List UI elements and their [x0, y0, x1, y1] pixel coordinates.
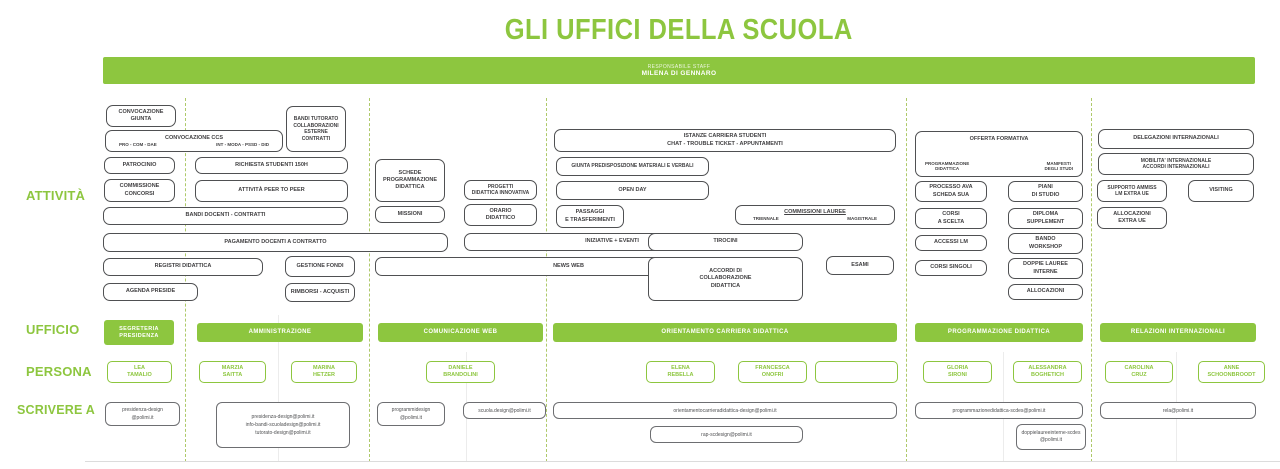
activity-schede-programmazione: SCHEDE PROGRAMMAZIONE DIDATTICA: [375, 159, 445, 202]
activity-diploma-supplement: DIPLOMA SUPPLEMENT: [1008, 208, 1083, 229]
activity-giunta-predisposizione: GIUNTA PREDISPOSIZIONE MATERIALI E VERBA…: [556, 157, 709, 176]
row-label-persona: PERSONA: [26, 364, 92, 379]
email-amministrazione-list: presidenza-design@polimi.it info-bandi-s…: [216, 402, 350, 448]
lauree-sub-magistrale: MAGISTRALE: [847, 215, 877, 221]
office-orientamento-carriera-didattica: ORIENTAMENTO CARRIERA DIDATTICA: [553, 323, 897, 342]
activity-delegazioni-internazionali: DELEGAZIONI INTERNAZIONALI: [1098, 129, 1254, 149]
page-title: GLI UFFICI DELLA SCUOLA: [504, 14, 853, 46]
bottom-guide-line: [85, 461, 1280, 462]
row-label-attivita: ATTIVITÀ: [26, 188, 86, 203]
banner-role: RESPONSABILE STAFF: [647, 64, 711, 70]
person-gloria-sironi: GLORIA SIRONI: [923, 361, 992, 383]
activity-tirocini: TIROCINI: [648, 233, 803, 251]
row-label-ufficio: UFFICIO: [26, 322, 80, 337]
person-empty-box: [815, 361, 898, 383]
ccs-sub-left: PRO - COM - DAE: [119, 141, 157, 147]
activity-commissioni-lauree: COMMISSIONI LAUREE TRIENNALE MAGISTRALE: [735, 205, 895, 225]
activity-doppie-lauree-interne: DOPPIE LAUREE INTERNE: [1008, 258, 1083, 279]
email-doppie-lauree: doppielaureeinterne-scdes @polimi.it: [1016, 424, 1086, 450]
activity-patrocinio: PATROCINIO: [104, 157, 175, 174]
office-comunicazione-web: COMUNICAZIONE WEB: [378, 323, 543, 342]
lauree-sub-triennale: TRIENNALE: [753, 215, 779, 221]
activity-richiesta-studenti-150h: RICHIESTA STUDENTI 150H: [195, 157, 348, 174]
column-divider-dashed: [906, 98, 907, 462]
commissioni-lauree-label: COMMISSIONI LAUREE: [784, 208, 846, 215]
activity-visiting: VISITING: [1188, 180, 1254, 202]
activity-supporto-ammiss-lm: SUPPORTO AMMISS LM EXTRA UE: [1097, 180, 1167, 202]
office-relazioni-internazionali: RELAZIONI INTERNAZIONALI: [1100, 323, 1256, 342]
activity-missioni: MISSIONI: [375, 206, 445, 223]
person-marina-hetzer: MARINA HETZER: [291, 361, 357, 383]
activity-bandi-docenti-contratti: BANDI DOCENTI - CONTRATTI: [103, 207, 348, 225]
activity-commissione-concorsi: COMMISSIONE CONCORSI: [104, 179, 175, 202]
email-relazioni-internazionali: rela@polimi.it: [1100, 402, 1256, 419]
responsabile-staff-banner: RESPONSABILE STAFF MILENA DI GENNARO: [103, 57, 1255, 84]
offerta-sub-manifesti: MANIFESTI DEGLI STUDI: [1044, 160, 1073, 172]
activity-convocazione-giunta: CONVOCAZIONE GIUNTA: [106, 105, 176, 127]
activity-corsi-a-scelta: CORSI A SCELTA: [915, 208, 987, 229]
column-divider-dashed: [546, 98, 547, 462]
grid-guide-line: [278, 315, 279, 462]
email-programmazione-didattica: programmazionedidattica-scdes@polimi.it: [915, 402, 1083, 419]
activity-openday: OPEN DAY: [556, 181, 709, 200]
activity-offerta-formativa: OFFERTA FORMATIVA PROGRAMMAZIONE DIDATTI…: [915, 131, 1083, 177]
activity-passaggi-trasferimenti: PASSAGGI E TRASFERIMENTI: [556, 205, 624, 228]
activity-allocazioni: ALLOCAZIONI: [1008, 284, 1083, 300]
activity-accordi-collaborazione: ACCORDI DI COLLABORAZIONE DIDATTICA: [648, 257, 803, 301]
activity-convocazione-ccs-label: CONVOCAZIONE CCS: [164, 134, 224, 141]
banner-name: MILENA DI GENNARO: [641, 70, 717, 77]
person-carolina-cruz: CAROLINA CRUZ: [1105, 361, 1173, 383]
email-presidenza-design: presidenza-design @polimi.it: [105, 402, 180, 426]
email-rap-scdesign: rap-scdesign@polimi.it: [650, 426, 803, 443]
person-anne-schoonbroodt: ANNE SCHOONBROODT: [1198, 361, 1265, 383]
ccs-sub-right: INT - MODA - PSSD - DID: [216, 141, 269, 147]
person-lea-tamalio: LEA TAMALIO: [107, 361, 172, 383]
activity-accessi-lm: ACCESSI LM: [915, 235, 987, 251]
activity-peer-to-peer: ATTIVITÀ PEER TO PEER: [195, 180, 348, 202]
activity-gestione-fondi: GESTIONE FONDI: [285, 256, 355, 277]
office-programmazione-didattica: PROGRAMMAZIONE DIDATTICA: [915, 323, 1083, 342]
activity-bando-workshop: BANDO WORKSHOP: [1008, 233, 1083, 254]
column-divider-dashed: [1091, 98, 1092, 462]
activity-piani-di-studio: PIANI DI STUDIO: [1008, 181, 1083, 202]
activity-rimborsi-acquisti: RIMBORSI - ACQUISTI: [285, 283, 355, 302]
activity-pagamento-docenti: PAGAMENTO DOCENTI A CONTRATTO: [103, 233, 448, 252]
activity-esami: ESAMI: [826, 256, 894, 275]
activity-corsi-singoli: CORSI SINGOLI: [915, 260, 987, 276]
activity-allocazioni-extra-ue: ALLOCAZIONI EXTRA UE: [1097, 207, 1167, 229]
offerta-sub-programmazione: PROGRAMMAZIONE DIDATTICA: [925, 160, 970, 172]
column-divider-dashed: [369, 98, 370, 462]
person-daniele-brandolini: DANIELE BRANDOLINI: [426, 361, 495, 383]
activity-progetti-didattica-innovativa: PROGETTI DIDATTICA INNOVATIVA: [464, 180, 537, 200]
person-marzia-saitta: MARZIA SAITTA: [199, 361, 266, 383]
email-scuola-design: scuola.design@polimi.it: [463, 402, 546, 419]
activity-processo-ava: PROCESSO AVA SCHEDA SUA: [915, 181, 987, 202]
email-programmidesign: programmidesign @polimi.it: [377, 402, 445, 426]
row-label-scrivere-a: SCRIVERE A: [17, 403, 95, 417]
activity-orario-didattico: ORARIO DIDATTICO: [464, 204, 537, 226]
email-orientamento-carriera: orientamentocarrieradidattica-design@pol…: [553, 402, 897, 419]
column-divider-dashed: [185, 98, 186, 462]
activity-bandi-tutorato: BANDI TUTORATO COLLABORAZIONI ESTERNE CO…: [286, 106, 346, 152]
office-segreteria-presidenza: SEGRETERIA PRESIDENZA: [104, 320, 174, 345]
person-francesca-onofri: FRANCESCA ONOFRI: [738, 361, 807, 383]
activity-convocazione-ccs: CONVOCAZIONE CCS PRO - COM - DAE INT - M…: [105, 130, 283, 152]
activity-registri-didattica: REGISTRI DIDATTICA: [103, 258, 263, 276]
person-elena-rebella: ELENA REBELLA: [646, 361, 715, 383]
offerta-formativa-label: OFFERTA FORMATIVA: [969, 136, 1029, 142]
person-alessandra-boghetich: ALESSANDRA BOGHETICH: [1013, 361, 1082, 383]
activity-agenda-preside: AGENDA PRESIDE: [103, 283, 198, 301]
office-amministrazione: AMMINISTRAZIONE: [197, 323, 363, 342]
activity-mobilita-internazionale: MOBILITA' INTERNAZIONALE ACCORDI INTERNA…: [1098, 153, 1254, 175]
activity-istanze-carriera-studenti: ISTANZE CARRIERA STUDENTI CHAT - TROUBLE…: [554, 129, 896, 152]
